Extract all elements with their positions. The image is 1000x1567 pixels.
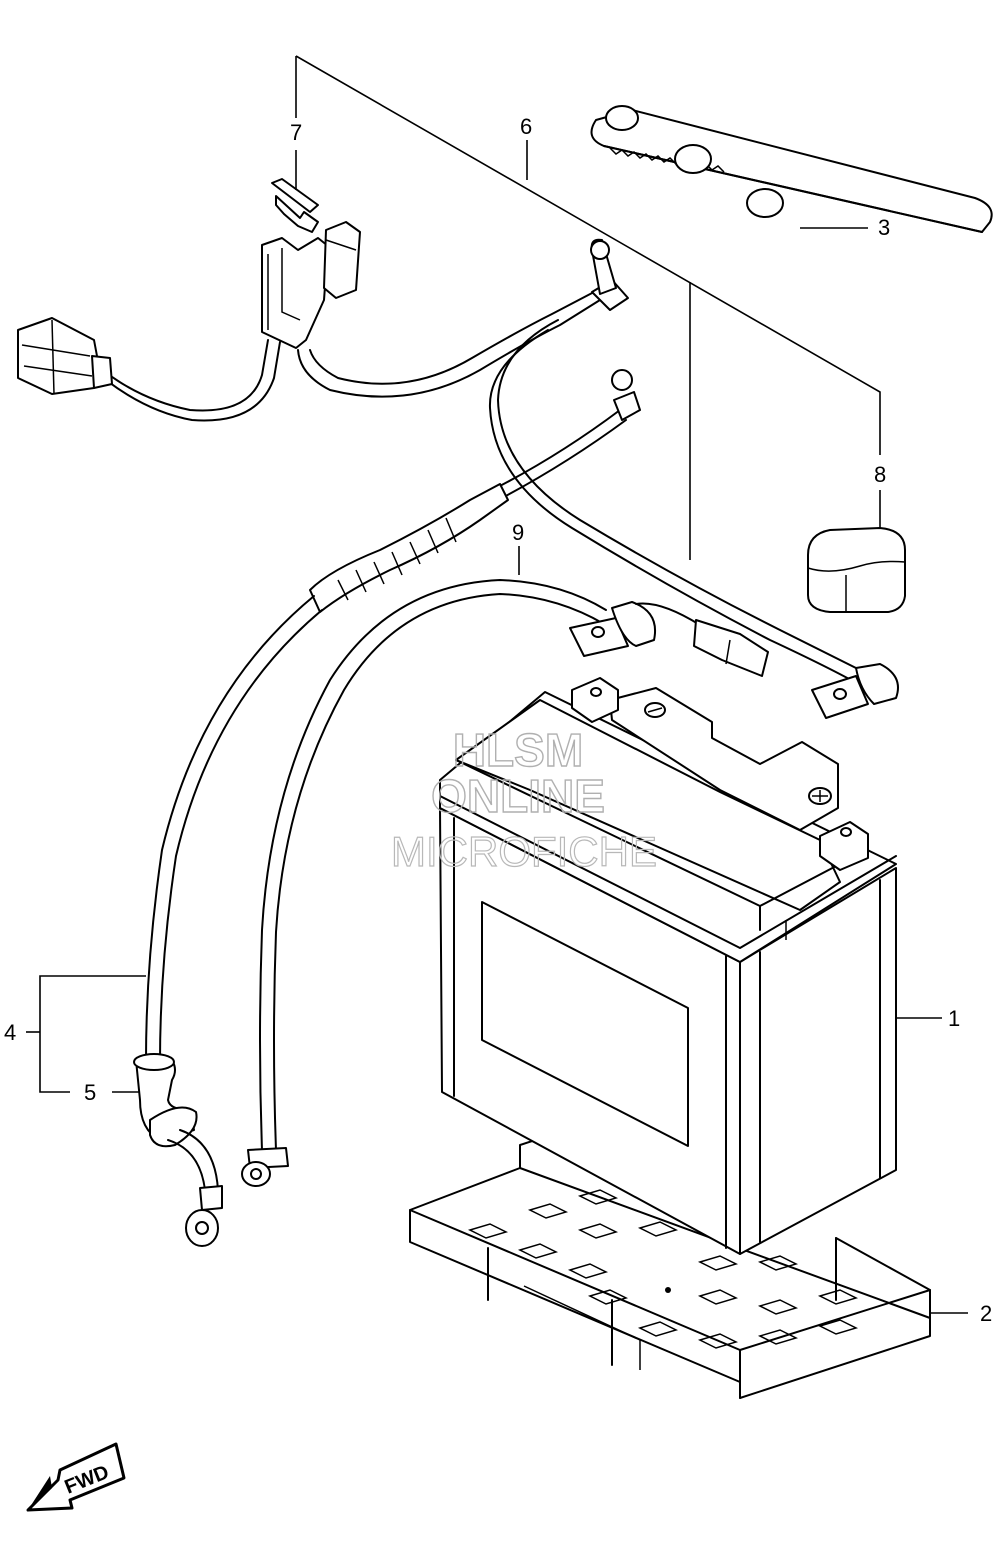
callout-1: 1 [948, 1006, 960, 1031]
positive-terminal-bracket [811, 663, 899, 719]
fwd-arrow-icon: FWD [26, 1442, 126, 1512]
callout-2: 2 [980, 1301, 992, 1326]
battery [439, 677, 897, 1255]
cable-end-boot [133, 1053, 223, 1247]
callout-4: 4 [4, 1020, 16, 1045]
lead-cable [241, 579, 769, 1187]
fuse-holder-harness [99, 221, 871, 687]
callout-6: 6 [520, 114, 532, 139]
watermark-line-2: ONLINE [431, 770, 605, 822]
callout-9: 9 [512, 520, 524, 545]
negative-cable [145, 369, 641, 1063]
terminal-cap [807, 527, 906, 613]
terminal-cover-strip [590, 105, 993, 233]
harness-connector [17, 317, 113, 395]
callout-8: 8 [874, 462, 886, 487]
callout-3: 3 [878, 215, 890, 240]
leader-lines [26, 55, 968, 1314]
callout-5: 5 [84, 1080, 96, 1105]
battery-tray [409, 1131, 931, 1399]
watermark-line-1: HLSM [453, 724, 583, 776]
watermark-line-3: MICROFICHE [391, 828, 657, 875]
fuse [271, 178, 319, 233]
callout-7: 7 [290, 120, 302, 145]
